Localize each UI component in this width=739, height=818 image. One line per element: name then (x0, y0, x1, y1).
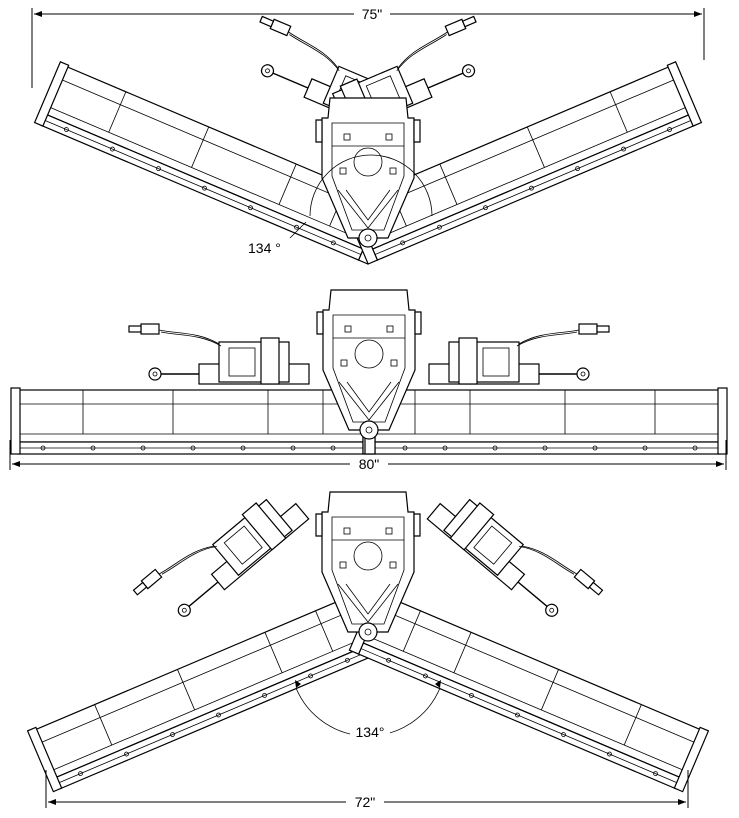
scoop-position-view: 134° 72" (26, 472, 710, 810)
v-position-view: 75" 134 ° (31, 6, 705, 265)
top-width-label: 75" (362, 6, 383, 22)
middle-width-label: 80" (359, 456, 380, 472)
straight-position-view: 80" (9, 289, 728, 472)
bottom-angle-label: 134° (356, 724, 385, 740)
bottom-width-label: 72" (355, 794, 376, 810)
top-angle-label: 134 ° (248, 240, 281, 256)
